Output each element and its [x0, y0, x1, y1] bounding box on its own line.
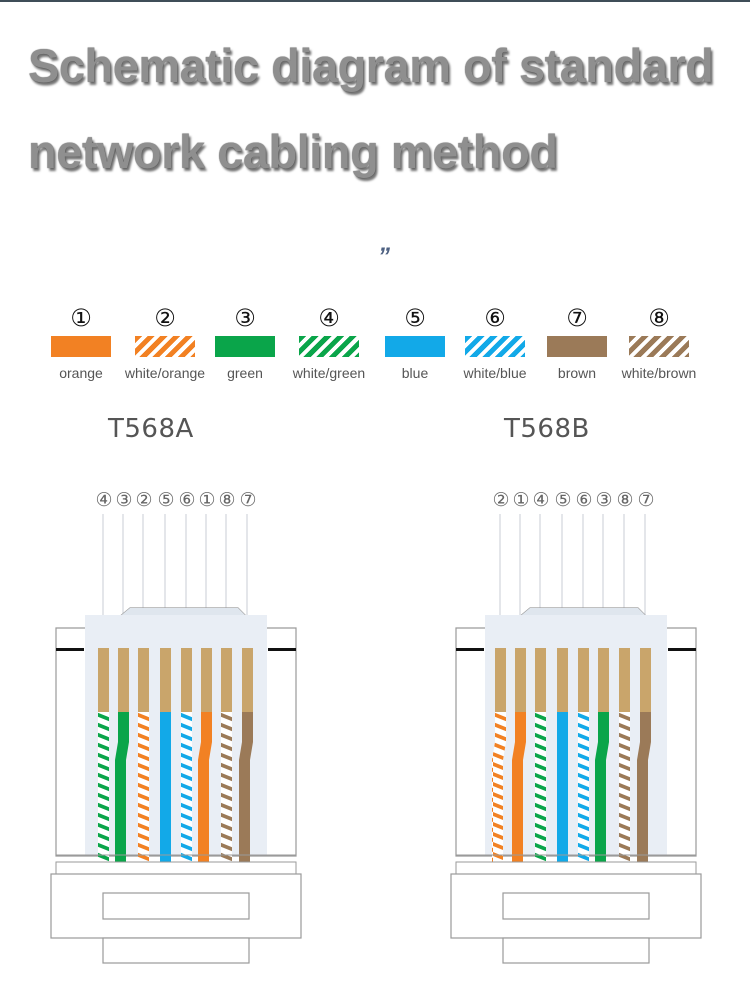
legend-item: ② white/orange [120, 304, 210, 381]
legend-item: ⑤ blue [370, 304, 460, 381]
legend-item: ① orange [36, 304, 126, 381]
legend-number: ③ [234, 304, 256, 332]
pin-label: ⑦ [239, 489, 256, 511]
gold-contact [221, 648, 232, 712]
wire-green [595, 712, 609, 862]
wire-blue [557, 712, 568, 862]
pin-label: ④ [95, 489, 112, 511]
striped-swatch [135, 336, 195, 357]
connector-collar [55, 861, 297, 875]
legend-number: ⑥ [484, 304, 506, 332]
top-border [0, 0, 750, 2]
connector-collar [455, 861, 697, 875]
legend-label: green [227, 365, 263, 381]
latch-mark-left [56, 648, 84, 651]
wire-white-orange [138, 712, 149, 862]
latch-mark-left [456, 648, 484, 651]
latch-mark-right [668, 648, 696, 651]
standard-label-t568b: T568B [504, 414, 590, 444]
legend-item: ⑥ white/blue [450, 304, 540, 381]
solid-swatch [547, 336, 607, 357]
pin-label: ④ [532, 489, 549, 511]
pin-label: ⑥ [575, 489, 592, 511]
gold-contact [138, 648, 149, 712]
pin-label: ① [198, 489, 215, 511]
gold-contact [598, 648, 609, 712]
wire-blue [160, 712, 171, 862]
wire-white-blue [181, 712, 192, 862]
legend-item: ⑧ white/brown [614, 304, 704, 381]
pin-label: ⑤ [157, 489, 174, 511]
legend-label: orange [59, 365, 103, 381]
solid-swatch [51, 336, 111, 357]
wire-white-green [98, 712, 109, 862]
wire-brown [637, 712, 651, 862]
gold-contact [495, 648, 506, 712]
pin-label: ⑥ [178, 489, 195, 511]
solid-swatch [385, 336, 445, 357]
legend-number: ① [70, 304, 92, 332]
wire-white-brown [221, 712, 232, 862]
pin-label: ⑧ [218, 489, 235, 511]
gold-contact [242, 648, 253, 712]
gold-contact [535, 648, 546, 712]
gold-contact [619, 648, 630, 712]
gold-contact [201, 648, 212, 712]
legend-label: white/green [292, 365, 366, 381]
gold-contact [515, 648, 526, 712]
legend-number: ② [154, 304, 176, 332]
legend-item: ③ green [200, 304, 290, 381]
legend-label: white/blue [463, 365, 527, 381]
solid-swatch [215, 336, 275, 357]
latch-mark-right [268, 648, 296, 651]
gold-contact [557, 648, 568, 712]
boot-window [102, 892, 250, 920]
legend-number: ④ [318, 304, 340, 332]
gold-contact [181, 648, 192, 712]
legend-number: ⑧ [648, 304, 670, 332]
striped-swatch [465, 336, 525, 357]
legend-number: ⑤ [404, 304, 426, 332]
legend-label: white/brown [621, 365, 697, 381]
pin-label: ① [512, 489, 529, 511]
stray-quote-mark: ” [378, 243, 390, 270]
cable-strain-relief [102, 937, 250, 964]
title-line-2: network cabling method [28, 125, 558, 178]
legend-label: brown [557, 365, 597, 381]
pin-label: ⑦ [637, 489, 654, 511]
wire-brown [239, 712, 253, 862]
legend-label: blue [401, 365, 429, 381]
wire-orange [198, 712, 212, 862]
standard-label-t568a: T568A [108, 414, 194, 444]
striped-swatch [299, 336, 359, 357]
legend-number: ⑦ [566, 304, 588, 332]
pin-label: ② [135, 489, 152, 511]
wire-white-orange [492, 712, 506, 862]
wire-white-brown [619, 712, 630, 862]
gold-contact [118, 648, 129, 712]
boot-window [502, 892, 650, 920]
pin-label: ⑧ [616, 489, 633, 511]
wire-white-green [535, 712, 546, 862]
title-line-1: Schematic diagram of standard [28, 39, 714, 92]
pin-label: ③ [115, 489, 132, 511]
cable-strain-relief [502, 937, 650, 964]
pin-label: ③ [595, 489, 612, 511]
gold-contact [98, 648, 109, 712]
wire-orange [512, 712, 526, 862]
gold-contact [160, 648, 171, 712]
gold-contact [640, 648, 651, 712]
pin-label: ⑤ [554, 489, 571, 511]
legend-item: ⑦ brown [532, 304, 622, 381]
legend-item: ④ white/green [284, 304, 374, 381]
striped-swatch [629, 336, 689, 357]
wire-green [115, 712, 129, 862]
pin-label: ② [492, 489, 509, 511]
legend-label: white/orange [124, 365, 206, 381]
gold-contact [578, 648, 589, 712]
wire-white-blue [578, 712, 589, 862]
